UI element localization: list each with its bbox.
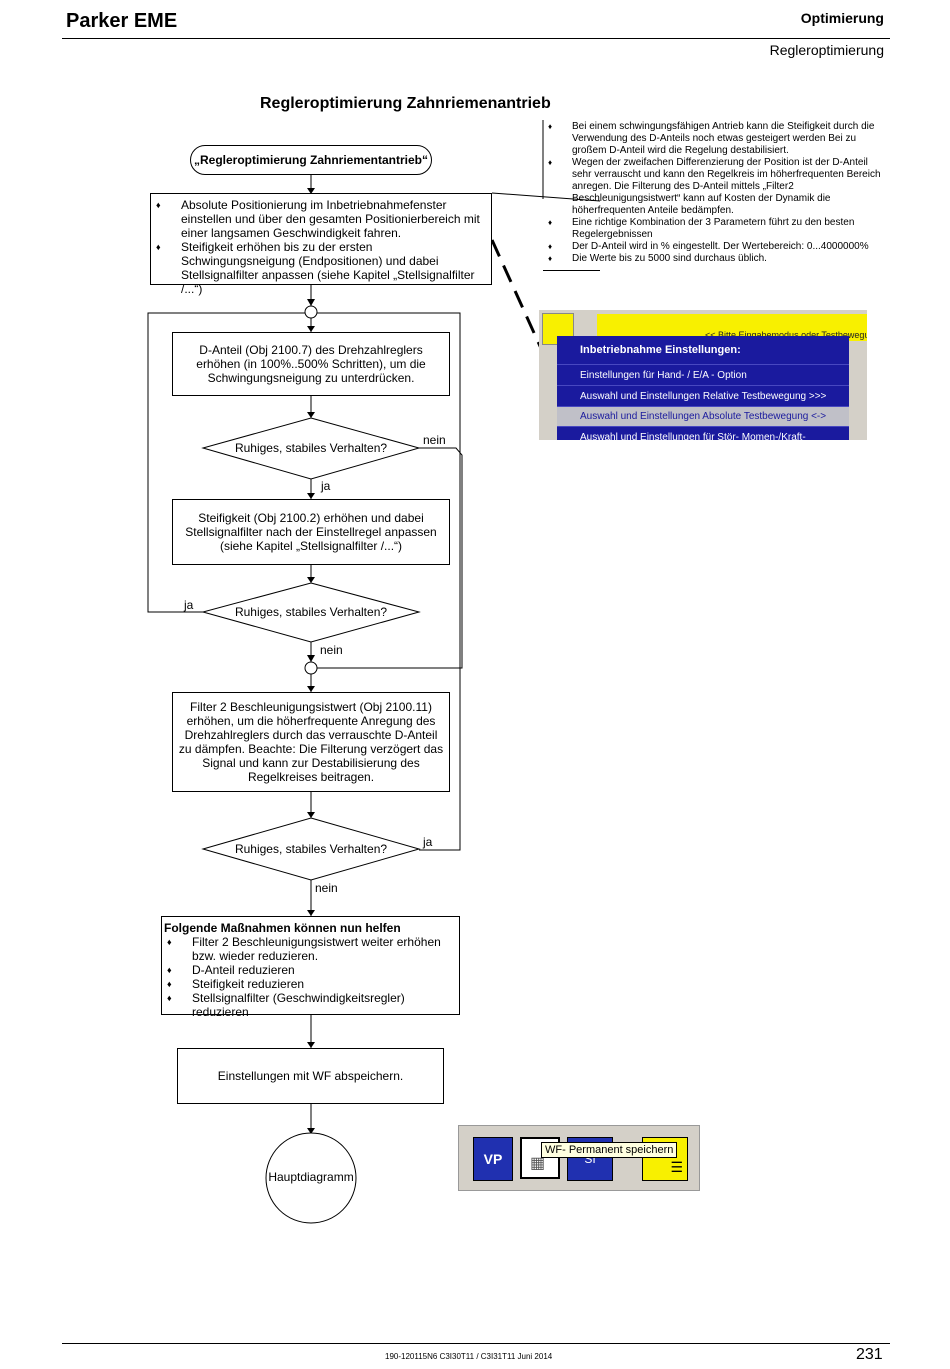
flow-step-item: Steifigkeit erhöhen bis zu der ersten Sc… (153, 240, 489, 296)
si-label: SI (584, 1152, 596, 1166)
footer-divider (62, 1343, 890, 1344)
menu-item-manual[interactable]: Einstellungen für Hand- / E/A - Option (557, 365, 849, 386)
menu-item-relative[interactable]: Auswahl und Einstellungen Relative Testb… (557, 386, 849, 407)
decision-2-yes: ja (184, 598, 194, 612)
footer-doc-id: 190-120115N6 C3I30T11 / C3I31T11 Juni 20… (385, 1352, 553, 1361)
company-name: Parker EME (66, 10, 178, 32)
measures-item: Steifigkeit reduzieren (164, 977, 457, 991)
flow-step-text: D-Anteil (Obj 2100.7) des Drehzahlregler… (196, 343, 426, 385)
ui-toolbar-screenshot: VP ▦ SI ☰ WF- Permanent speichern (458, 1125, 700, 1191)
page-number: 231 (856, 1346, 883, 1363)
flow-step-filter: Filter 2 Beschleunigungsistwert (Obj 210… (172, 692, 450, 792)
note-underline (543, 270, 600, 271)
decision-3-yes: ja (423, 835, 433, 849)
flow-end-label: Hauptdiagramm (268, 1170, 354, 1184)
decision-3-text: Ruhiges, stabiles Verhalten? (234, 842, 388, 856)
note-item: Bei einem schwingungsfähigen Antrieb kan… (545, 121, 890, 157)
section-title: Optimierung (800, 10, 884, 26)
note-item: Wegen der zweifachen Differenzierung der… (545, 157, 890, 217)
menu-title: Inbetriebnahme Einstellungen: (557, 336, 849, 365)
decision-1-text: Ruhiges, stabiles Verhalten? (234, 441, 388, 455)
menu-item-step-response[interactable]: Auswahl und Einstellungen für Stör- Mome… (557, 426, 849, 440)
measures-item: D-Anteil reduzieren (164, 963, 457, 977)
header-divider (62, 38, 890, 39)
decision-2-text: Ruhiges, stabiles Verhalten? (234, 605, 388, 619)
decision-1-yes: ja (321, 479, 331, 493)
flow-step-save: Einstellungen mit WF abspeichern. (177, 1048, 444, 1104)
flow-step-d-anteil: D-Anteil (Obj 2100.7) des Drehzahlregler… (172, 332, 450, 396)
menu-item-absolute[interactable]: Auswahl und Einstellungen Absolute Testb… (557, 407, 849, 426)
ui-menu-screenshot: << Bitte Eingabemodus oder Testbewegu In… (539, 310, 867, 440)
save-permanent-button[interactable]: ▦ (520, 1137, 560, 1179)
flow-step-positioning: Absolute Positionierung im Inbetriebnahm… (150, 193, 492, 296)
info-note: Bei einem schwingungsfähigen Antrieb kan… (545, 121, 890, 265)
vp-label: VP (483, 1151, 503, 1167)
measures-item: Filter 2 Beschleunigungsistwert weiter e… (164, 935, 457, 963)
flow-start: „Regleroptimierung Zahnriementantrieb“ (190, 145, 432, 175)
flow-step-measures: Folgende Maßnahmen können nun helfen Fil… (161, 916, 460, 1019)
note-item: Die Werte bis zu 5000 sind durchaus übli… (545, 253, 890, 265)
note-item: Der D-Anteil wird in % eingestellt. Der … (545, 241, 890, 253)
tooltip: WF- Permanent speichern (541, 1142, 678, 1158)
list-icon: ☰ (670, 1159, 683, 1175)
flow-step-text: Steifigkeit (Obj 2100.2) erhöhen und dab… (185, 511, 437, 553)
measures-item: Stellsignalfilter (Geschwindigkeitsregle… (164, 991, 457, 1019)
floppy-icon: ▦ (530, 1155, 546, 1172)
flow-step-text: Filter 2 Beschleunigungsistwert (Obj 210… (178, 700, 444, 784)
decision-2-no: nein (320, 643, 343, 657)
subsection-title: Regleroptimierung (769, 42, 884, 58)
page-title: Regleroptimierung Zahnriemenantrieb (260, 95, 551, 112)
flow-step-steifigkeit: Steifigkeit (Obj 2100.2) erhöhen und dab… (172, 499, 450, 565)
flow-step-item: Absolute Positionierung im Inbetriebnahm… (153, 198, 489, 240)
note-item: Eine richtige Kombination der 3 Paramete… (545, 217, 890, 241)
tooltip-text: WF- Permanent speichern (545, 1144, 674, 1156)
decision-3-no: nein (315, 881, 338, 895)
measures-title: Folgende Maßnahmen können nun helfen (164, 921, 401, 935)
decision-1-no: nein (423, 433, 446, 447)
banner-text: << Bitte Eingabemodus oder Testbewegu (705, 330, 867, 340)
vp-button[interactable]: VP (473, 1137, 513, 1181)
menu-panel: Inbetriebnahme Einstellungen: Einstellun… (557, 336, 849, 440)
flow-start-label: „Regleroptimierung Zahnriementantrieb“ (193, 153, 429, 167)
flow-step-text: Einstellungen mit WF abspeichern. (217, 1069, 404, 1083)
